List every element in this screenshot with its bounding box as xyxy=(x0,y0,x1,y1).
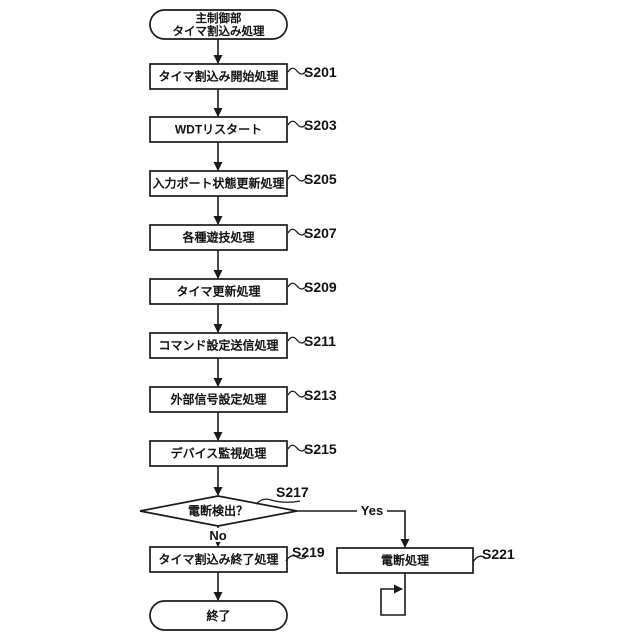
process-s213-label: 外部信号設定処理 xyxy=(170,392,266,407)
step-id-s215: S215 xyxy=(304,441,337,457)
connector-s201 xyxy=(287,67,307,75)
process-s207: 各種遊技処理 S207 xyxy=(149,224,337,251)
step-id-s217: S217 xyxy=(276,484,309,500)
process-s209: タイマ更新処理 S209 xyxy=(149,278,337,305)
connector-s203 xyxy=(287,120,307,128)
connector-s221 xyxy=(472,555,485,563)
connector-s213 xyxy=(287,390,307,398)
process-s211: コマンド設定送信処理 S211 xyxy=(149,332,336,359)
process-s219: タイマ割込み終了処理 S219 xyxy=(149,544,325,573)
process-s209-label: タイマ更新処理 xyxy=(176,284,260,299)
process-s219-label: タイマ割込み終了処理 xyxy=(158,552,278,567)
end-terminator-shape xyxy=(149,600,288,631)
process-s221-label: 電断処理 xyxy=(381,553,429,568)
yes-label: Yes xyxy=(361,503,383,518)
step-id-s219: S219 xyxy=(292,544,325,560)
loop-arrow-s221 xyxy=(380,573,406,616)
step-id-s205: S205 xyxy=(304,171,337,187)
start-line1: 主制御部 xyxy=(196,11,242,25)
process-s203: WDTリスタート S203 xyxy=(149,116,337,143)
process-s219-shape xyxy=(149,546,288,573)
process-s215-shape xyxy=(149,440,288,467)
connector-s205 xyxy=(287,174,307,182)
process-s209-shape xyxy=(149,278,288,305)
connector-s215 xyxy=(287,444,307,452)
no-label: No xyxy=(209,528,226,543)
decision-s217-label: 電断検出？ xyxy=(188,503,248,518)
step-id-s207: S207 xyxy=(304,225,337,241)
start-terminator: 主制御部 タイマ割込み処理 xyxy=(149,9,288,40)
no-label-mask xyxy=(205,528,231,542)
yes-label-mask xyxy=(357,503,387,518)
process-s205-shape xyxy=(149,170,288,197)
end-terminator-label: 終了 xyxy=(206,608,230,623)
process-s211-shape xyxy=(149,332,288,359)
process-s213: 外部信号設定処理 S213 xyxy=(149,386,337,413)
step-id-s209: S209 xyxy=(304,279,337,295)
process-s215: デバイス監視処理 S215 xyxy=(149,440,337,467)
decision-s217: 電断検出？ S217 Yes No xyxy=(139,484,387,543)
connector-s219 xyxy=(285,555,307,562)
process-s203-shape xyxy=(149,116,288,143)
process-s205: 入力ポート状態更新処理 S205 xyxy=(149,170,337,197)
step-id-s201: S201 xyxy=(304,64,337,80)
start-line2: タイマ割込み処理 xyxy=(173,24,265,38)
process-s201-label: タイマ割込み開始処理 xyxy=(158,69,278,84)
process-s205-label: 入力ポート状態更新処理 xyxy=(152,176,284,191)
process-s213-shape xyxy=(149,386,288,413)
connector-s209 xyxy=(287,282,307,290)
connector-s217 xyxy=(255,498,301,505)
end-terminator: 終了 xyxy=(149,600,288,631)
step-id-s213: S213 xyxy=(304,387,337,403)
process-s201-shape xyxy=(149,63,288,90)
connector-s211 xyxy=(287,336,307,344)
process-s207-shape xyxy=(149,224,288,251)
decision-s217-shape xyxy=(139,495,298,527)
step-id-s221: S221 xyxy=(482,546,515,562)
process-s201: タイマ割込み開始処理 S201 xyxy=(149,63,337,90)
step-id-s203: S203 xyxy=(304,117,337,133)
process-s203-label: WDTリスタート xyxy=(175,123,262,137)
process-s221: 電断処理 S221 xyxy=(336,546,515,574)
process-s211-label: コマンド設定送信処理 xyxy=(158,338,278,353)
connector-s207 xyxy=(287,228,307,236)
process-s221-shape xyxy=(336,547,474,574)
arrow-yes-branch xyxy=(297,510,410,548)
process-s207-label: 各種遊技処理 xyxy=(181,230,254,245)
step-id-s211: S211 xyxy=(304,333,336,349)
process-s215-label: デバイス監視処理 xyxy=(171,446,267,461)
